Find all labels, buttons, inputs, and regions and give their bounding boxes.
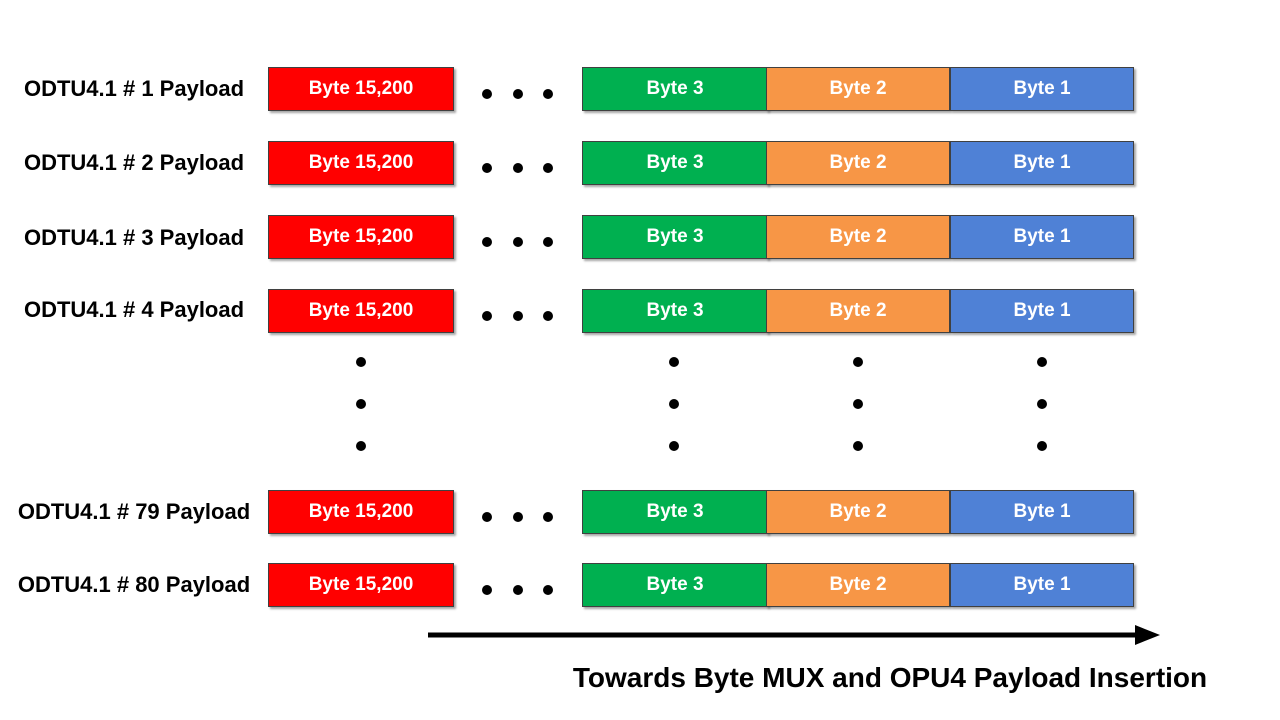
byte-cell-byte2: Byte 2 xyxy=(766,563,950,607)
byte-cell-byte2: Byte 2 xyxy=(766,215,950,259)
ellipsis-dot xyxy=(513,89,523,99)
ellipsis-dot xyxy=(543,237,553,247)
ellipsis-dot xyxy=(543,585,553,595)
byte-cell-last-byte: Byte 15,200 xyxy=(268,141,454,185)
byte-cell-last-byte: Byte 15,200 xyxy=(268,490,454,534)
ellipsis-dot xyxy=(482,585,492,595)
byte-cell-byte1: Byte 1 xyxy=(950,490,1134,534)
row-label: ODTU4.1 # 80 Payload xyxy=(17,572,251,597)
vertical-ellipsis-dot xyxy=(356,399,366,409)
byte-cell-byte2: Byte 2 xyxy=(766,67,950,111)
vertical-ellipsis-dot xyxy=(669,399,679,409)
byte-cell-byte3: Byte 3 xyxy=(582,289,768,333)
ellipsis-dot xyxy=(482,311,492,321)
vertical-ellipsis-dot xyxy=(669,441,679,451)
ellipsis-dot xyxy=(482,89,492,99)
row-label: ODTU4.1 # 3 Payload xyxy=(23,225,245,250)
byte-cell-byte1: Byte 1 xyxy=(950,67,1134,111)
ellipsis-dot xyxy=(543,89,553,99)
vertical-ellipsis-dot xyxy=(1037,357,1047,367)
byte-cell-last-byte: Byte 15,200 xyxy=(268,563,454,607)
byte-cell-last-byte: Byte 15,200 xyxy=(268,215,454,259)
row-label: ODTU4.1 # 2 Payload xyxy=(23,150,245,175)
ellipsis-dot xyxy=(513,237,523,247)
byte-cell-byte1: Byte 1 xyxy=(950,289,1134,333)
ellipsis-dot xyxy=(513,585,523,595)
ellipsis-dot xyxy=(513,311,523,321)
direction-caption: Towards Byte MUX and OPU4 Payload Insert… xyxy=(572,662,1208,693)
ellipsis-dot xyxy=(543,512,553,522)
vertical-ellipsis-dot xyxy=(1037,441,1047,451)
ellipsis-dot xyxy=(513,163,523,173)
ellipsis-dot xyxy=(543,311,553,321)
byte-cell-byte3: Byte 3 xyxy=(582,141,768,185)
byte-cell-last-byte: Byte 15,200 xyxy=(268,67,454,111)
row-label: ODTU4.1 # 79 Payload xyxy=(17,499,251,524)
byte-cell-byte1: Byte 1 xyxy=(950,141,1134,185)
byte-cell-byte2: Byte 2 xyxy=(766,490,950,534)
vertical-ellipsis-dot xyxy=(356,441,366,451)
byte-cell-byte1: Byte 1 xyxy=(950,563,1134,607)
vertical-ellipsis-dot xyxy=(356,357,366,367)
vertical-ellipsis-dot xyxy=(853,399,863,409)
byte-cell-byte2: Byte 2 xyxy=(766,289,950,333)
ellipsis-dot xyxy=(543,163,553,173)
ellipsis-dot xyxy=(513,512,523,522)
byte-cell-byte3: Byte 3 xyxy=(582,563,768,607)
ellipsis-dot xyxy=(482,512,492,522)
vertical-ellipsis-dot xyxy=(853,441,863,451)
byte-cell-byte1: Byte 1 xyxy=(950,215,1134,259)
byte-cell-last-byte: Byte 15,200 xyxy=(268,289,454,333)
byte-cell-byte3: Byte 3 xyxy=(582,490,768,534)
byte-cell-byte3: Byte 3 xyxy=(582,67,768,111)
vertical-ellipsis-dot xyxy=(669,357,679,367)
byte-cell-byte3: Byte 3 xyxy=(582,215,768,259)
vertical-ellipsis-dot xyxy=(853,357,863,367)
ellipsis-dot xyxy=(482,237,492,247)
row-label: ODTU4.1 # 1 Payload xyxy=(23,76,245,101)
ellipsis-dot xyxy=(482,163,492,173)
byte-cell-byte2: Byte 2 xyxy=(766,141,950,185)
vertical-ellipsis-dot xyxy=(1037,399,1047,409)
direction-arrow xyxy=(428,625,1160,645)
row-label: ODTU4.1 # 4 Payload xyxy=(23,297,245,322)
